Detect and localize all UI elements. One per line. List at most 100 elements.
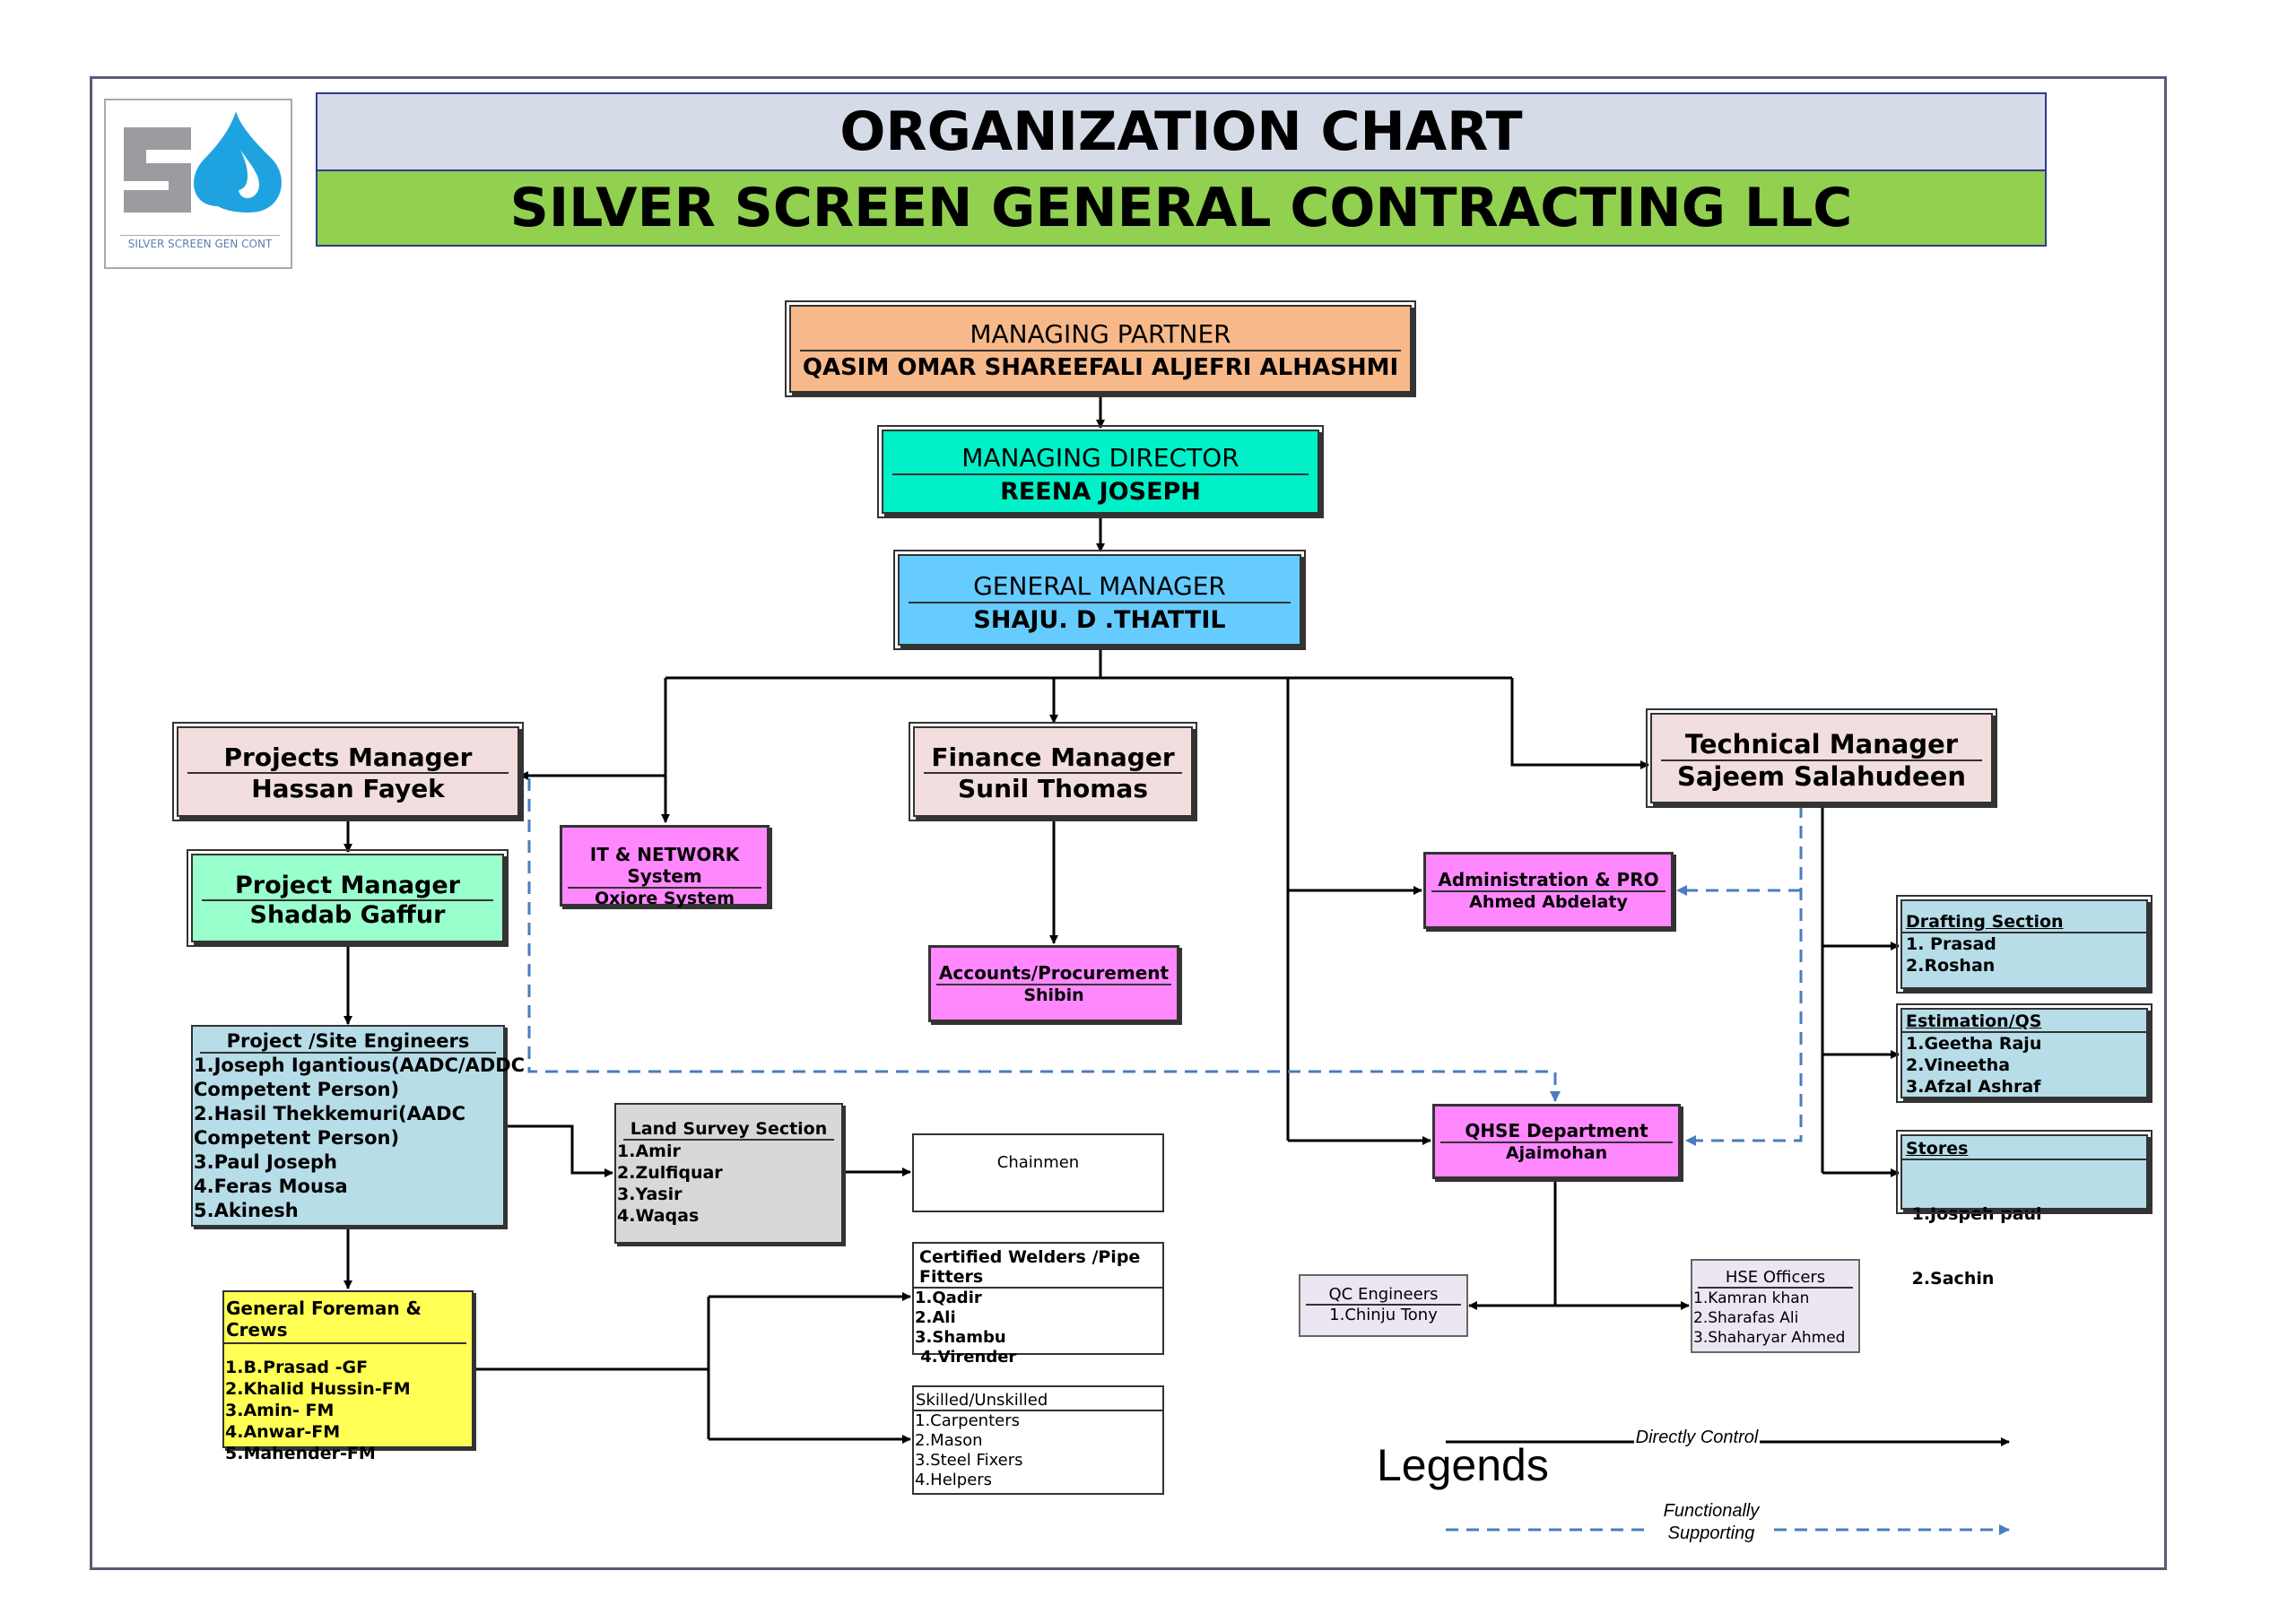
node-qc-engineers[interactable]: QC Engineers 1.Chinju Tony [1299, 1274, 1468, 1337]
page-frame [90, 76, 2167, 1570]
dashed-projects-to-qhse [527, 778, 1561, 1102]
legend-direct-label: Directly Control [1635, 1428, 1759, 1447]
node-title: Administration & PRO [1438, 869, 1659, 890]
node-title: Technical Manager [1684, 729, 1959, 759]
list-item: 1. Prasad [1906, 934, 1996, 954]
list-item: 3.Shambu [915, 1328, 1006, 1347]
list-item: 1.Jospeh paul [1906, 1204, 2042, 1224]
list-item: 4.Feras Mousa [194, 1176, 348, 1197]
legend-functional-line2: Supporting [1667, 1523, 1755, 1543]
list-item: 5.Mahender-FM [225, 1444, 376, 1463]
company-logo: SILVER SCREEN GEN CONT [104, 99, 292, 269]
node-finance-manager[interactable]: Finance Manager Sunil Thomas [909, 722, 1197, 821]
node-title: Project /Site Engineers [200, 1027, 496, 1054]
node-title: Estimation/QS [1902, 1010, 2146, 1033]
node-items: 1.Carpenters 2.Mason 3.Steel Fixers 4.He… [914, 1411, 1162, 1490]
node-title: Projects Manager [223, 742, 473, 772]
node-title: Chainmen [996, 1153, 1080, 1172]
list-item: 2.Vineetha [1906, 1055, 2011, 1075]
node-title: GENERAL MANAGER [973, 571, 1226, 601]
node-technical-manager[interactable]: Technical Manager Sajeem Salahudeen [1646, 708, 1997, 808]
node-title: Accounts/Procurement [938, 962, 1170, 984]
node-title: General Foreman & Crews [224, 1292, 466, 1344]
node-name: SHAJU. D .THATTIL [973, 606, 1226, 634]
node-administration-pro[interactable]: Administration & PRO Ahmed Abdelaty [1423, 852, 1674, 929]
list-item: 1.Geetha Raju [1906, 1034, 2042, 1054]
node-certified-welders[interactable]: Certified Welders /Pipe Fitters 1.Qadir … [912, 1242, 1164, 1367]
node-title: Certified Welders /Pipe Fitters [914, 1244, 1162, 1289]
list-item: 3.Shaharyar Ahmed [1693, 1329, 1846, 1347]
node-managing-director[interactable]: MANAGING DIRECTOR REENA JOSEPH [877, 425, 1324, 518]
list-item: 2.Roshan [1906, 956, 1996, 976]
list-item: 2.Sachin [1906, 1269, 1995, 1289]
list-item: 1.Chinju Tony [1329, 1306, 1438, 1324]
node-name: Shadab Gaffur [249, 901, 446, 929]
line-to-technical [1510, 678, 1649, 769]
node-site-engineers[interactable]: Project /Site Engineers 1.Joseph Igantio… [191, 1025, 526, 1227]
node-hse-officers[interactable]: HSE Officers 1.Kamran khan 2.Sharafas Al… [1691, 1259, 1860, 1353]
node-items: 1.Geetha Raju 2.Vineetha 3.Afzal Ashraf [1902, 1033, 2146, 1098]
node-name: Sunil Thomas [958, 774, 1148, 803]
node-drafting-section[interactable]: Drafting Section 1. Prasad 2.Roshan [1896, 895, 2152, 994]
node-qhse-department[interactable]: QHSE Department Ajaimohan [1432, 1104, 1681, 1179]
node-skilled-unskilled[interactable]: Skilled/Unskilled 1.Carpenters 2.Mason 3… [912, 1385, 1164, 1495]
node-name: QASIM OMAR SHAREEFALI ALJEFRI ALHASHMI [802, 354, 1399, 381]
list-item: 3.Yasir [617, 1185, 683, 1204]
node-title: Project Manager [234, 872, 460, 899]
list-item: 2.Zulfiquar [617, 1163, 723, 1183]
node-items: 1.Amir 2.Zulfiquar 3.Yasir 4.Waqas [616, 1141, 841, 1227]
node-items: 1.Qadir 2.Ali 3.Shambu 4.Virender [914, 1289, 1162, 1367]
page-title: ORGANIZATION CHART [316, 92, 2047, 169]
list-item: Competent Person) [194, 1079, 400, 1100]
node-name: Shibin [1023, 985, 1084, 1005]
node-accounts-procurement[interactable]: Accounts/Procurement Shibin [928, 945, 1179, 1022]
list-item: 1.Amir [617, 1141, 681, 1161]
legend-title: Legends [1377, 1440, 1549, 1490]
node-projects-manager[interactable]: Projects Manager Hassan Fayek [172, 722, 524, 821]
node-general-manager[interactable]: GENERAL MANAGER SHAJU. D .THATTIL [893, 550, 1306, 650]
node-estimation-qs[interactable]: Estimation/QS 1.Geetha Raju 2.Vineetha 3… [1896, 1003, 2152, 1103]
list-item: 4.Waqas [617, 1206, 700, 1226]
line-to-land-survey [505, 1124, 613, 1177]
list-item: 1.Kamran khan [1693, 1289, 1810, 1307]
node-name: Ajaimohan [1505, 1143, 1608, 1163]
node-items: 1.B.Prasad -GF 2.Khalid Hussin-FM 3.Amin… [224, 1344, 472, 1464]
node-it-network[interactable]: IT & NETWORK System Oxiore System [560, 825, 770, 908]
node-title: Stores [1902, 1136, 2146, 1160]
list-item: 4.Helpers [915, 1471, 993, 1489]
node-title: Skilled/Unskilled [914, 1387, 1162, 1411]
list-item: 1.Carpenters [915, 1411, 1020, 1430]
node-project-manager[interactable]: Project Manager Shadab Gaffur [187, 849, 509, 947]
list-item: 3.Paul Joseph [194, 1151, 338, 1173]
node-title: IT & NETWORK System [589, 844, 740, 887]
legend-functional-label: Functionally Supporting [1648, 1500, 1774, 1545]
logo-mark-icon [124, 111, 282, 213]
node-general-foreman[interactable]: General Foreman & Crews 1.B.Prasad -GF 2… [222, 1290, 474, 1463]
node-title: QC Engineers [1306, 1276, 1461, 1306]
list-item: Competent Person) [194, 1127, 400, 1149]
node-name: REENA JOSEPH [1000, 478, 1201, 506]
node-land-survey[interactable]: Land Survey Section 1.Amir 2.Zulfiquar 3… [614, 1103, 843, 1244]
node-items: 1.Kamran khan 2.Sharafas Ali 3.Shaharyar… [1692, 1289, 1858, 1348]
node-stores[interactable]: Stores 1.Jospeh paul 2.Sachin [1896, 1130, 2152, 1289]
node-name: Hassan Fayek [251, 774, 445, 803]
list-item: 2.Khalid Hussin-FM [225, 1379, 411, 1399]
logo-caption: SILVER SCREEN GEN CONT [120, 235, 280, 250]
node-title: MANAGING PARTNER [970, 319, 1231, 349]
list-item: 3.Steel Fixers [915, 1451, 1023, 1470]
node-name: Ahmed Abdelaty [1469, 892, 1628, 912]
list-item: 3.Amin- FM [225, 1401, 335, 1420]
list-item: 3.Afzal Ashraf [1906, 1077, 2041, 1097]
list-item: 1.Joseph Igantious(AADC/ADDC [194, 1055, 526, 1076]
node-managing-partner[interactable]: MANAGING PARTNER QASIM OMAR SHAREEFALI A… [785, 300, 1416, 397]
node-chainmen[interactable]: Chainmen [912, 1133, 1164, 1212]
list-item: 2.Hasil Thekkemuri(AADC [194, 1103, 466, 1124]
list-item: 1.Qadir [915, 1289, 982, 1307]
dashed-technical-to-qhse [1685, 805, 1803, 1146]
node-title: Drafting Section [1902, 901, 2146, 933]
node-name: Sajeem Salahudeen [1676, 761, 1967, 792]
node-items: 1. Prasad 2.Roshan [1902, 933, 2146, 976]
node-title: MANAGING DIRECTOR [961, 443, 1239, 473]
list-item: 5.Akinesh [194, 1200, 299, 1221]
